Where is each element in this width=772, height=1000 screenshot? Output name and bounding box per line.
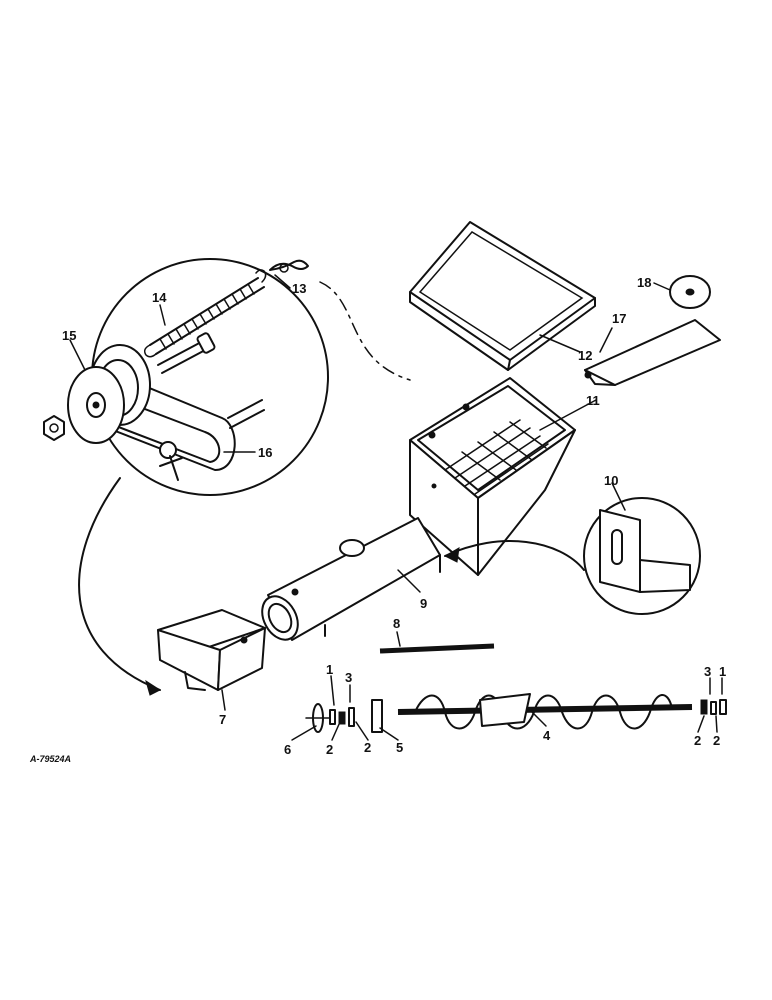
callout-7: 7: [219, 712, 226, 727]
washer-part: [669, 275, 711, 309]
spring-clip-part: [269, 259, 309, 273]
pulley-arm-part: [67, 344, 265, 481]
callout-11: 11: [586, 393, 600, 408]
callout-10: 10: [604, 473, 618, 488]
right-hardware: [700, 677, 727, 715]
spring-part: [143, 269, 267, 358]
shield-part: [157, 609, 266, 691]
drawing-reference-number: A-79524A: [29, 754, 71, 764]
callout-14: 14: [152, 290, 167, 305]
callout-8: 8: [393, 616, 400, 631]
callout-4: 4: [543, 728, 551, 743]
callout-17: 17: [612, 311, 626, 326]
callout-13: 13: [292, 281, 306, 296]
callout-1b: 1: [719, 664, 726, 679]
bracket-detail: [443, 497, 701, 615]
callout-5: 5: [396, 740, 403, 755]
left-hardware: [305, 675, 383, 733]
callout-2c: 2: [694, 733, 701, 748]
callout-2d: 2: [713, 733, 720, 748]
callout-18: 18: [637, 275, 651, 290]
callout-labels: 15 14 13 16 12 17 18 11 10 9 8 7 6 1 2 3…: [29, 275, 726, 764]
slide-gate-part: [584, 319, 721, 386]
leader-lines: [69, 274, 718, 741]
rod-part: [379, 643, 495, 654]
nut-part: [43, 415, 65, 441]
hopper-lid-part: [409, 221, 596, 371]
callout-1a: 1: [326, 662, 333, 677]
callout-2b: 2: [364, 740, 371, 755]
callout-3a: 3: [345, 670, 352, 685]
callout-2a: 2: [326, 742, 333, 757]
callout-9: 9: [420, 596, 427, 611]
auger-tube-part: [261, 517, 441, 641]
callout-6: 6: [284, 742, 291, 757]
hopper-body-part: [409, 377, 576, 576]
callout-15: 15: [62, 328, 76, 343]
auger-part: [397, 693, 693, 730]
callout-16: 16: [258, 445, 272, 460]
callout-12: 12: [578, 348, 592, 363]
callout-3b: 3: [704, 664, 711, 679]
bolt-part: [157, 332, 216, 374]
